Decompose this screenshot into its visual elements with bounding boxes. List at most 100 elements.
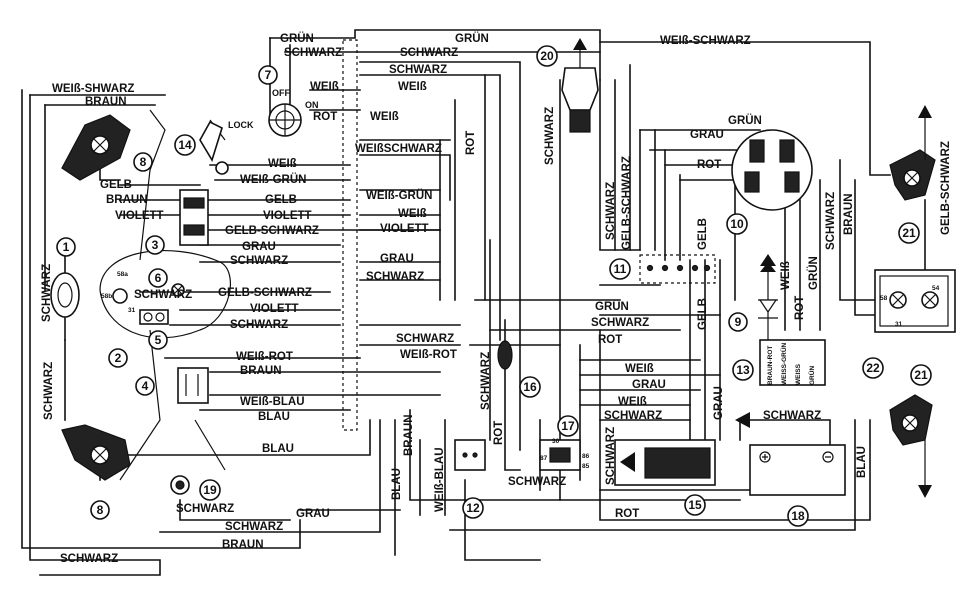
wire-label: BLAU [258,411,290,423]
num-3: 3 [152,238,159,252]
wire-label: SCHWARZ [176,503,234,515]
switch-on-label: ON [305,100,319,110]
terminal-58b: 58b [101,293,112,300]
wire-label: WEIß-BLAU [240,396,305,408]
starter-solenoid [561,38,599,133]
wire-label: GELB [100,179,132,191]
num-11: 11 [614,262,627,276]
component-numbers: 1 2 3 4 5 6 7 8 8 9 10 11 12 13 14 15 16… [56,45,932,527]
num-21-lower: 21 [914,368,928,382]
wire-label: GRÜN [807,256,820,290]
num-18: 18 [791,509,805,523]
wire-label: GRAU [713,386,725,420]
wire-label: SCHWARZ [134,289,192,301]
wire-label: SCHWARZ [43,362,55,420]
wire-label: SCHWARZ [230,255,288,267]
num-15: 15 [688,498,702,512]
wire-label: GRÜN [280,32,314,45]
wire-label: SCHWARZ [591,317,649,329]
wire-label: SCHWARZ [389,64,447,76]
wire-label: SCHWARZ [396,333,454,345]
wire-label: GELB-SCHWARZ [225,225,319,237]
wire-label: GRAU [690,129,724,141]
wire-label: SCHWARZ [230,319,288,331]
wire-labels: GRÜN SCHWARZ GRÜN SCHWARZ SCHWARZ WEIß-S… [52,32,821,565]
wire-label: WEIß-ROT [400,349,457,361]
wire-label: SCHWARZ [284,47,342,59]
num-9: 9 [735,315,742,329]
wire-label: BRAUN [106,194,148,206]
terminal-58: 58 [880,295,888,302]
wire-label: BRAUN [85,96,127,108]
wire-label: SCHWARZ [508,476,566,488]
wire-label: ROT [598,334,622,346]
wire-label: WEIß [398,81,427,93]
regulator [759,339,826,386]
wire-label: GRÜN [455,32,489,45]
wire-label: WEIß-ROT [236,351,293,363]
wire-label: SCHWARZ [763,410,821,422]
wire-label: GELB [697,218,709,250]
num-1: 1 [63,240,70,254]
wires [21,29,926,576]
right-lower-indicator-lamp [889,394,933,498]
terminal-30: 30 [552,438,560,445]
num-8-lower: 8 [97,503,104,517]
terminal-86: 86 [582,453,590,460]
wire-label: SCHWARZ [366,271,424,283]
wire-label: BLAU [391,468,403,500]
wire-label: SCHWARZ [825,192,837,250]
num-20: 20 [540,49,554,63]
wire-label: WEIßSCHWARZ [355,143,442,155]
num-16: 16 [523,380,537,394]
wire-label: SCHWARZ [604,410,662,422]
terminal-31-tail: 31 [895,321,903,328]
tail-light [874,269,956,333]
reg-label-4: GRÜN [807,366,816,385]
regulator-terminal-labels: BRAUN-ROT WEISS-GRÜN WEISS GRÜN [767,342,816,385]
horn [50,272,80,318]
wire-label: WEIß [370,111,399,123]
wire-label: BLAU [856,446,868,478]
switch-3 [179,189,209,246]
terminal-85: 85 [582,463,590,470]
wire-label: SCHWARZ [60,553,118,565]
wire-label: GELB-SCHWARZ [218,287,312,299]
num-7: 7 [265,68,272,82]
reg-label-3: WEISS [795,363,802,385]
num-21-upper: 21 [902,226,916,240]
wire-label: VIOLETT [380,223,429,235]
flasher [497,340,513,370]
num-8-upper: 8 [140,155,147,169]
wire-label: WEIß-SCHWARZ [660,35,751,47]
switch-off-label: OFF [272,88,290,98]
wire-label: BRAUN [403,414,415,456]
left-upper-indicator-lamp [61,114,131,181]
wire-label: WEIß [780,261,792,290]
wire-label: ROT [615,508,639,520]
wire-label: ROT [465,131,477,155]
num-10: 10 [730,217,744,231]
wire-label: SCHWARZ [605,182,617,240]
terminal-58a: 58a [117,271,128,278]
battery [749,444,846,496]
terminal-31: 31 [128,307,136,314]
wire-label: WEIß-GRÜN [240,173,306,186]
num-4: 4 [142,379,149,393]
relay-17 [539,439,581,471]
diode-arrow [760,254,776,266]
switch-14 [199,120,229,175]
ignition-switch [268,103,302,137]
wire-label: GRAU [296,508,330,520]
wire-label: GRAU [380,253,414,265]
num-13: 13 [736,363,750,377]
wire-label: ROT [493,421,505,445]
wire-label: GRAU [632,379,666,391]
wire-label: SCHWARZ [480,352,492,410]
wire-label: ROT [313,111,337,123]
wire-label: ROT [794,296,806,320]
wire-label: WEIß [268,158,297,170]
num-19: 19 [203,483,217,497]
